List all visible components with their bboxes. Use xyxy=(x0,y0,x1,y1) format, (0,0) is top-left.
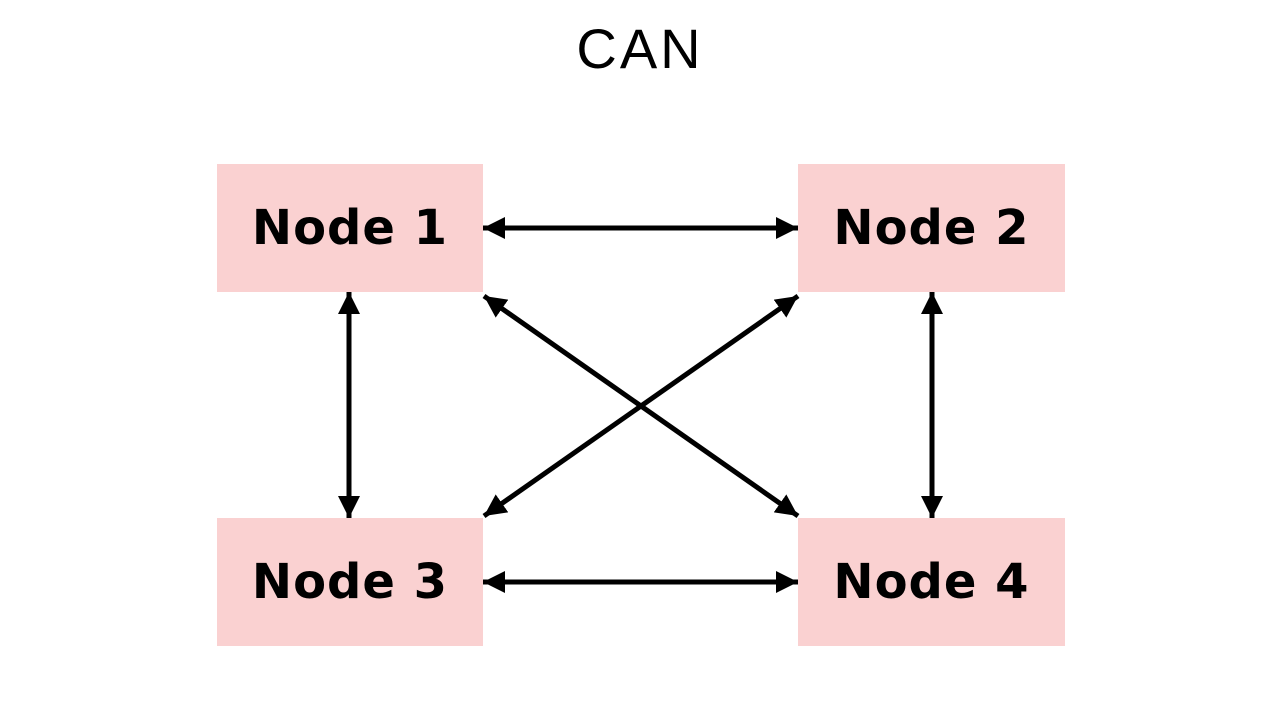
node-4-box: Node 4 xyxy=(798,518,1065,646)
node-1-box: Node 1 xyxy=(217,164,483,292)
node-2-box: Node 2 xyxy=(798,164,1065,292)
node-3-label: Node 3 xyxy=(251,554,449,610)
edge-node2-node3-arrow xyxy=(482,293,800,519)
diagram-title: CAN xyxy=(576,17,704,80)
node-4-label: Node 4 xyxy=(833,554,1030,610)
node-3-box: Node 3 xyxy=(217,518,483,646)
node-2-label: Node 2 xyxy=(833,200,1030,256)
node-1-label: Node 1 xyxy=(251,200,449,256)
